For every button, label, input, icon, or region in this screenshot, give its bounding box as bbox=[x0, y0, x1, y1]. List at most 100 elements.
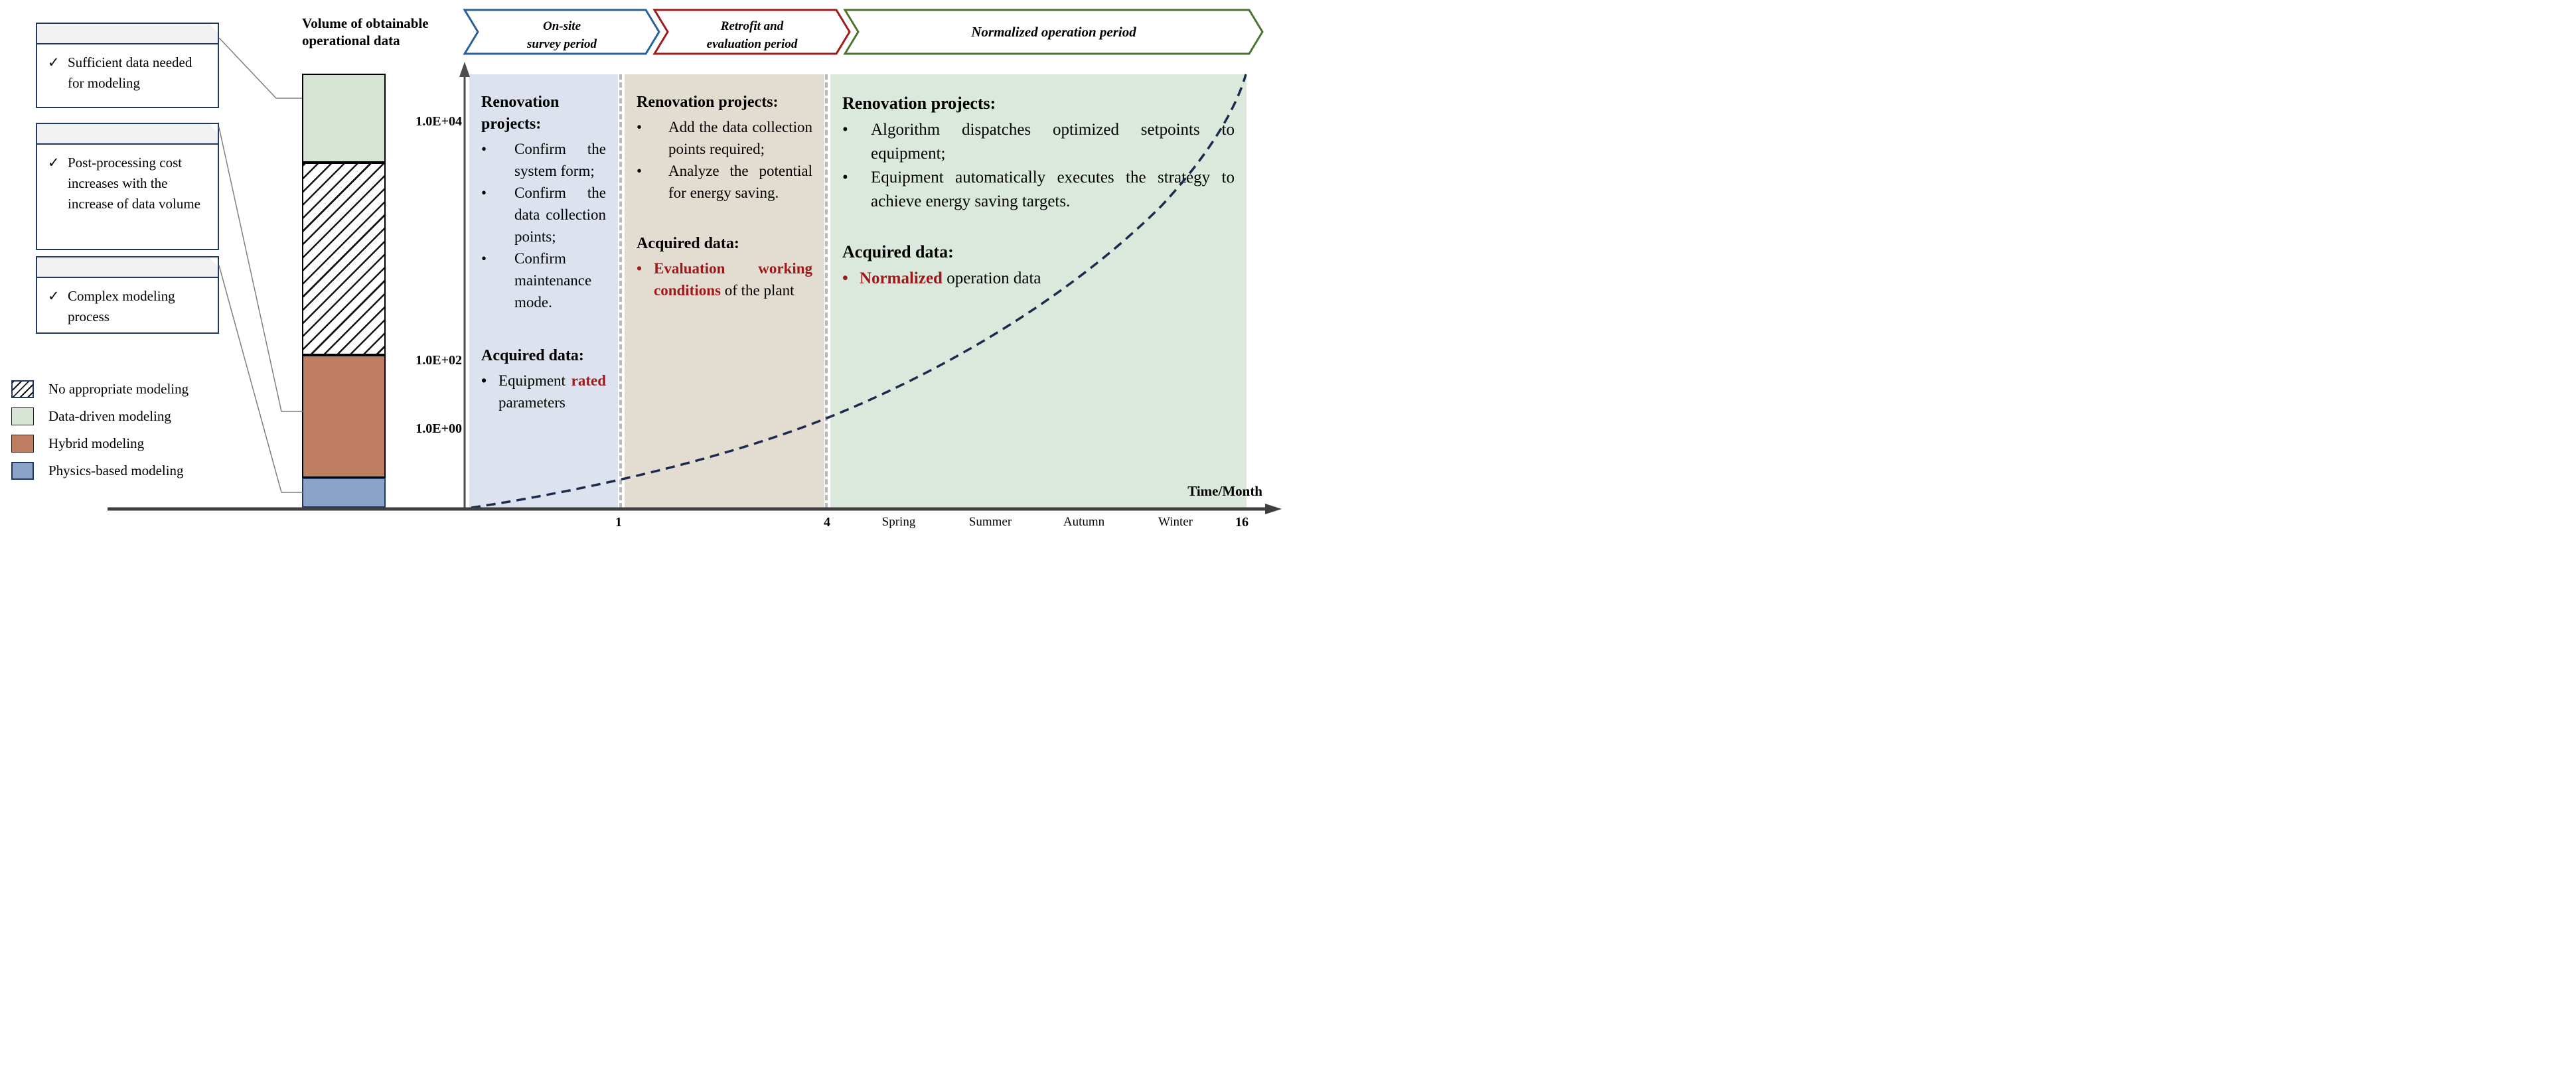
acquired-plain-text: of the plant bbox=[720, 282, 795, 299]
callout-text: Post-processing cost increases with the … bbox=[68, 155, 200, 212]
callout-text: Complex modeling process bbox=[68, 288, 175, 324]
callout-box-body: ✓ Sufficient data needed for modeling bbox=[37, 44, 218, 99]
renovation-bullet: • Algorithm dispatches optimized setpoint… bbox=[842, 118, 1235, 166]
phase-chevron-onsite bbox=[463, 9, 660, 55]
acquired-bullet: • Equipment rated parameters bbox=[481, 370, 606, 413]
legend-item: No appropriate modeling bbox=[11, 376, 189, 403]
bar-chart-title-line2: operational data bbox=[302, 33, 400, 48]
renovation-bullet: • Confirm the data collection points; bbox=[481, 182, 606, 248]
callout-text: Sufficient data needed for modeling bbox=[68, 54, 192, 91]
acquired-highlight-text: Normalized bbox=[860, 269, 943, 287]
checkmark-icon: ✓ bbox=[48, 288, 60, 304]
x-axis-arrow-icon bbox=[1265, 504, 1282, 514]
callout-box-header bbox=[37, 24, 218, 44]
x-tick-label: 1 bbox=[615, 515, 622, 530]
bullet-text: Confirm the data collection points; bbox=[514, 184, 606, 245]
bar-chart-title: Volume of obtainable operational data bbox=[302, 15, 468, 49]
phase-chevron-normalized bbox=[843, 9, 1264, 55]
phase-panel-retrofit: Renovation projects: • Add the data collec… bbox=[625, 74, 824, 508]
bullet-text: Analyze the potential for energy saving. bbox=[668, 163, 812, 201]
acquired-highlight-text: rated bbox=[571, 372, 606, 389]
y-axis-arrow-icon bbox=[459, 62, 470, 77]
bullet-marker-icon: • bbox=[637, 163, 643, 179]
bullet-text: Add the data collection points required; bbox=[668, 119, 812, 157]
callout-connector-line-3 bbox=[218, 265, 303, 493]
y-axis-label: 1.0E+00 bbox=[416, 421, 462, 436]
blue-swatch-icon bbox=[11, 462, 34, 480]
callout-box-header bbox=[37, 257, 218, 278]
acquired-bullet: • Evaluation working conditions of the pl… bbox=[637, 257, 812, 301]
x-tick-label: Spring bbox=[881, 515, 916, 529]
figure-canvas: Volume of obtainable operational data On… bbox=[0, 0, 1288, 539]
acquired-heading: Acquired data: bbox=[637, 235, 739, 252]
callout-box-1: ✓ Sufficient data needed for modeling bbox=[36, 23, 219, 108]
panel-divider bbox=[619, 74, 622, 508]
callout-box-3: ✓ Complex modeling process bbox=[36, 256, 219, 334]
legend-label: No appropriate modeling bbox=[48, 381, 189, 397]
x-axis-title: Time/Month bbox=[1187, 483, 1262, 499]
bullet-marker-icon: • bbox=[637, 260, 643, 277]
y-axis-label: 1.0E+04 bbox=[416, 114, 462, 129]
brown-swatch-icon bbox=[11, 435, 34, 453]
callout-box-body: ✓ Complex modeling process bbox=[37, 278, 218, 332]
bullet-marker-icon: • bbox=[481, 184, 487, 201]
callout-box-body: ✓ Post-processing cost increases with the… bbox=[37, 145, 218, 220]
green-swatch-icon bbox=[11, 407, 34, 425]
bar-chart-title-line1: Volume of obtainable bbox=[302, 15, 429, 31]
x-tick-label: Summer bbox=[968, 515, 1012, 529]
x-tick-label: Winter bbox=[1158, 515, 1193, 529]
phase-chevron-label-normalized: Normalized operation period bbox=[970, 24, 1136, 40]
bullet-text: Algorithm dispatches optimized setpoints… bbox=[871, 121, 1235, 163]
legend-item: Hybrid modeling bbox=[11, 430, 189, 457]
renovation-bullet: • Add the data collection points required… bbox=[637, 116, 812, 160]
bar-segment-no-appropriate-modeling bbox=[302, 163, 386, 355]
renovation-bullet: • Equipment automatically executes the st… bbox=[842, 166, 1235, 214]
panel-divider bbox=[825, 74, 828, 508]
bullet-marker-icon: • bbox=[481, 250, 487, 267]
bar-segment-hybrid bbox=[302, 355, 386, 478]
acquired-heading: Acquired data: bbox=[842, 242, 954, 261]
renovation-heading: Renovation projects: bbox=[842, 94, 996, 113]
acquired-plain-text: parameters bbox=[498, 394, 566, 411]
x-tick-label: 4 bbox=[824, 515, 830, 530]
phase-panel-normalized: Renovation projects: • Algorithm dispatche… bbox=[830, 74, 1247, 508]
bullet-marker-icon: • bbox=[842, 121, 848, 139]
bullet-marker-icon: • bbox=[637, 119, 643, 135]
x-tick-label: 16 bbox=[1235, 515, 1249, 530]
renovation-heading: Renovation projects: bbox=[481, 94, 560, 133]
acquired-bullet-text: Evaluation working conditions of the pla… bbox=[654, 257, 812, 301]
hatch-swatch-icon bbox=[11, 380, 34, 398]
legend-label: Hybrid modeling bbox=[48, 435, 145, 451]
acquired-bullet-text: Normalized operation data bbox=[860, 267, 1235, 291]
legend-item: Physics-based modeling bbox=[11, 457, 189, 484]
y-axis-label: 1.0E+02 bbox=[416, 353, 462, 368]
bar-segment-physics-based bbox=[302, 478, 386, 508]
acquired-heading: Acquired data: bbox=[481, 347, 584, 364]
bullet-text: Confirm the system form; bbox=[514, 141, 606, 179]
renovation-bullet: • Confirm maintenance mode. bbox=[481, 248, 606, 313]
acquired-plain-text: Equipment bbox=[498, 372, 571, 389]
bullet-marker-icon: • bbox=[481, 141, 487, 157]
acquired-bullet: • Normalized operation data bbox=[842, 267, 1235, 291]
renovation-bullet: • Analyze the potential for energy saving… bbox=[637, 160, 812, 204]
bullet-marker-icon: • bbox=[842, 169, 848, 186]
renovation-bullet: • Confirm the system form; bbox=[481, 138, 606, 182]
legend-item: Data-driven modeling bbox=[11, 403, 189, 430]
phase-panel-onsite: Renovation projects: • Confirm the system … bbox=[469, 74, 618, 508]
callout-connector-line-2 bbox=[218, 127, 303, 412]
bullet-text: Equipment automatically executes the str… bbox=[871, 169, 1235, 210]
bullet-marker-icon: • bbox=[481, 372, 487, 389]
renovation-heading: Renovation projects: bbox=[637, 94, 779, 111]
bar-segment-data-driven bbox=[302, 74, 386, 163]
bullet-text: Confirm maintenance mode. bbox=[514, 250, 592, 311]
legend-label: Physics-based modeling bbox=[48, 463, 184, 478]
checkmark-icon: ✓ bbox=[48, 54, 60, 70]
checkmark-icon: ✓ bbox=[48, 155, 60, 171]
phase-chevron-retrofit bbox=[652, 9, 851, 55]
callout-box-header bbox=[37, 124, 218, 145]
bullet-marker-icon: • bbox=[842, 269, 848, 287]
